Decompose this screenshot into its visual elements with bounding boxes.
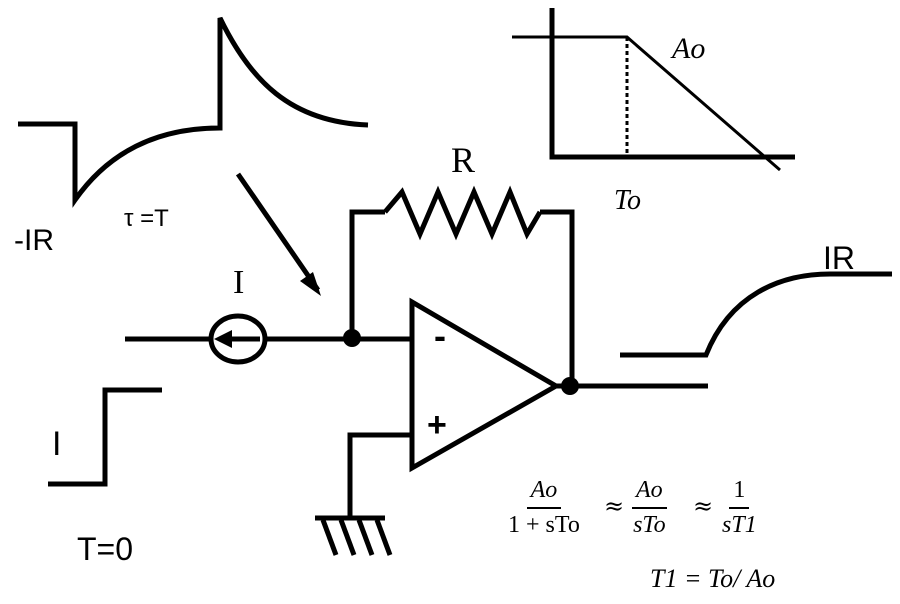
formula-fraction-2-denominator: sTo	[633, 512, 666, 538]
formula-fraction-3-numerator: 1	[729, 477, 750, 509]
pointer-arrow-head	[300, 272, 321, 296]
formula-fraction-2-numerator: Ao	[632, 477, 667, 509]
current-source-label: I	[233, 264, 245, 301]
formula-fraction-1: Ao 1 + sTo	[508, 477, 580, 539]
feedback-wire-left	[349, 209, 385, 339]
opamp-triangle	[409, 297, 562, 473]
noninverting-input-sign: +	[427, 406, 447, 444]
formula-fraction-2: Ao sTo	[632, 477, 667, 539]
current-source-arrowhead	[214, 330, 232, 348]
formula-fraction-1-numerator: Ao	[526, 477, 562, 509]
negative-level-label: -IR	[14, 224, 54, 257]
formula-fraction-1-denominator: 1 + sTo	[508, 512, 580, 538]
ground-hatch-4	[374, 519, 393, 556]
formula-fraction-3-denominator: sT1	[722, 512, 757, 538]
time-constant-label: τ =T	[124, 205, 169, 232]
bode-corner-label: To	[614, 185, 642, 216]
resistor-label: R	[451, 140, 476, 180]
time-constant-relation: T1 = To/ Ao	[650, 564, 776, 593]
ground-wire	[347, 432, 412, 518]
time-zero-label: T=0	[77, 531, 134, 567]
formula-approx-2: ≈	[693, 492, 714, 520]
ground-hatch-1	[320, 519, 339, 556]
ground-hatch-2	[338, 519, 357, 556]
ground-hatch-3	[356, 519, 375, 556]
bode-gain-label: Ao	[672, 32, 706, 65]
output-junction-dot	[561, 377, 579, 395]
formula-fraction-3: 1 sT1	[722, 477, 757, 539]
resistor-symbol	[383, 185, 543, 241]
bode-axes	[549, 8, 795, 160]
error-voltage-waveform	[18, 16, 369, 208]
pointer-arrow-shaft	[235, 172, 321, 292]
input-step-waveform	[48, 387, 162, 487]
feedback-wire-right	[540, 209, 575, 386]
output-level-label: IR	[823, 240, 855, 276]
formula-approx-1: ≈	[604, 492, 625, 520]
output-response-waveform	[620, 271, 892, 358]
input-junction-dot	[343, 329, 361, 347]
step-input-label: I	[52, 425, 62, 463]
inverting-input-sign: -	[434, 315, 446, 356]
